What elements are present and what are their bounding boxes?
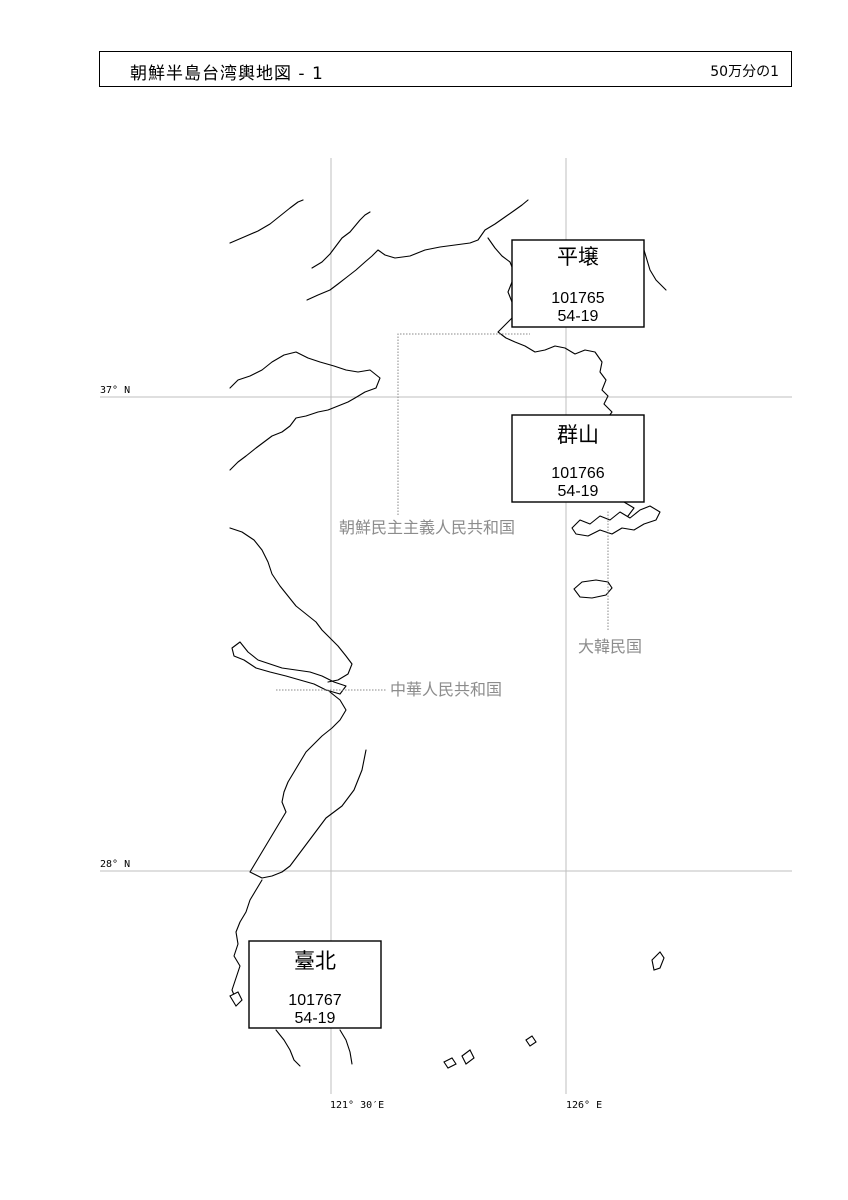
label-lon-121-30: 121° 30′E <box>330 1100 384 1111</box>
island-jeju <box>573 579 613 599</box>
island-ryukyu-2 <box>525 1035 537 1047</box>
island-ryukyu-3 <box>443 1057 457 1069</box>
coastline-fujian <box>231 879 263 1001</box>
sheet-name: 群山 <box>557 423 599 447</box>
island-fujian-coast <box>229 991 243 1007</box>
country-label-prc: 中華人民共和国 <box>390 680 502 699</box>
sheet-box-taipei[interactable]: 臺北 101767 54-19 <box>248 940 382 1029</box>
coastline-yangtze-estuary <box>231 641 347 695</box>
sheet-box-pyongyang[interactable]: 平壌 101765 54-19 <box>511 239 645 328</box>
coastline-liaodong <box>229 199 304 244</box>
country-label-rok: 大韓民国 <box>578 637 642 656</box>
coastline-taiwan-west <box>339 1029 353 1065</box>
coastline-taiwan-strait <box>275 1029 301 1067</box>
coastline-sw-islands <box>571 505 661 537</box>
coastline-zhejiang <box>249 691 367 879</box>
coastline-shandong <box>229 351 381 471</box>
island-ryukyu-4 <box>461 1049 475 1065</box>
country-label-dprk: 朝鮮民主主義人民共和国 <box>339 518 515 537</box>
leader-dprk <box>397 333 530 515</box>
coastline-korea-east-edge <box>643 249 667 291</box>
map-header: 朝鮮半島台湾輿地図 - 1 50万分の1 <box>99 51 792 87</box>
label-lon-126: 126° E <box>566 1100 602 1111</box>
sheet-name: 臺北 <box>294 949 336 973</box>
sheet-code: 101766 <box>551 465 604 482</box>
coastline-bohai-inner <box>311 211 371 269</box>
sheet-series: 54-19 <box>295 1010 336 1027</box>
label-lat-28: 28° N <box>100 859 130 870</box>
map-scale: 50万分の1 <box>710 64 779 80</box>
island-ryukyu-1 <box>651 951 665 971</box>
coastline-jiangsu <box>229 527 353 683</box>
sheet-code: 101767 <box>288 992 341 1009</box>
sheet-name: 平壌 <box>557 245 599 269</box>
sheet-code: 101765 <box>551 290 604 307</box>
sheet-series: 54-19 <box>558 308 599 325</box>
sheet-box-gunsan[interactable]: 群山 101766 54-19 <box>511 414 645 503</box>
coastline-bohai-north <box>306 199 529 301</box>
sheet-series: 54-19 <box>558 483 599 500</box>
map-title: 朝鮮半島台湾輿地図 - 1 <box>130 64 324 84</box>
label-lat-37: 37° N <box>100 385 130 396</box>
